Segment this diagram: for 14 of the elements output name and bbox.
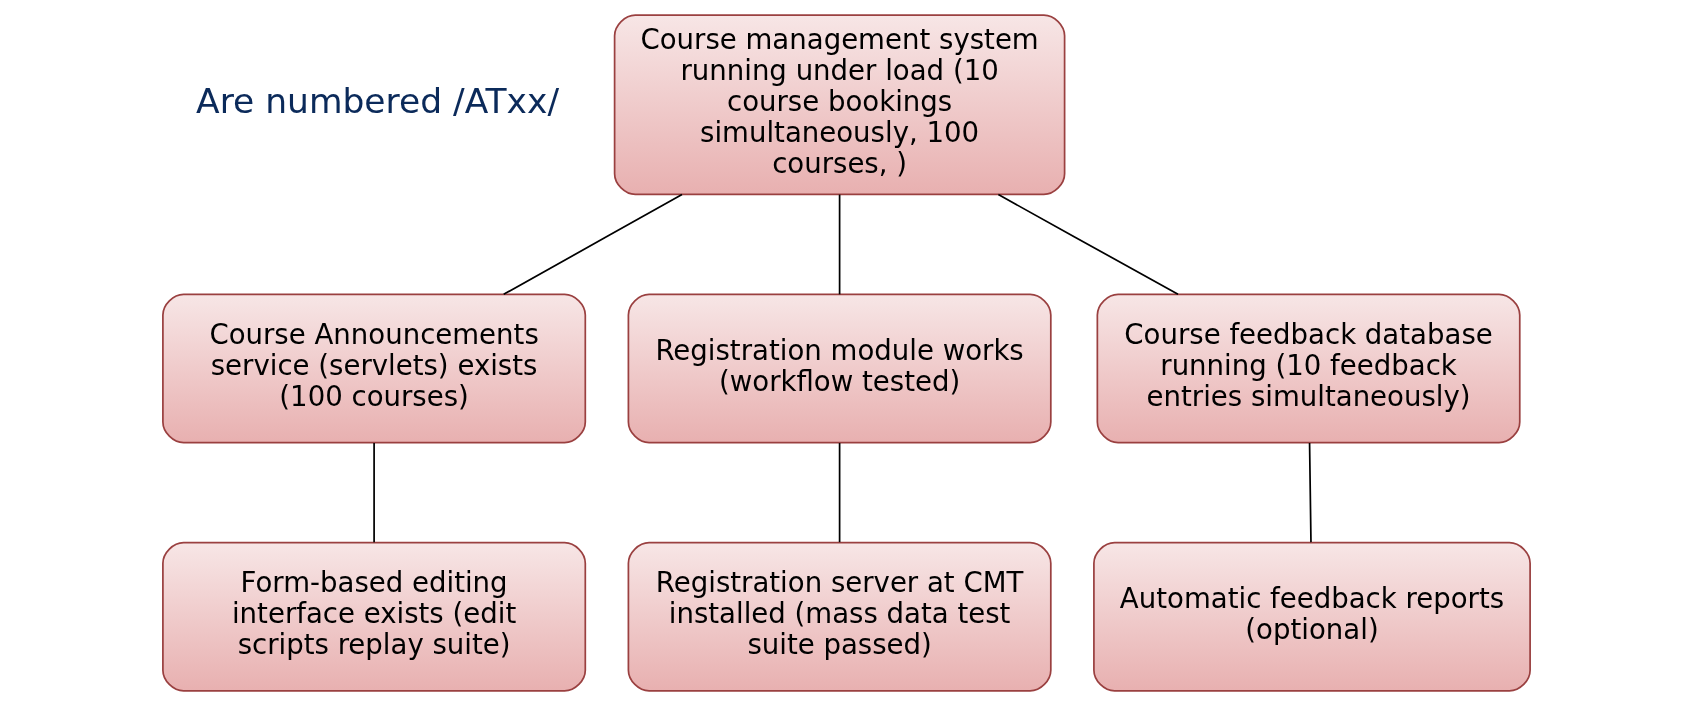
connector (997, 193, 1179, 296)
connector (1308, 442, 1312, 543)
connector (838, 442, 840, 543)
connector (838, 193, 840, 296)
label: Are numbered /ATxx/ (195, 81, 559, 122)
node-box: Course feedback database running (10 feedback entries simultaneously) (1096, 293, 1521, 444)
node-box: Course management system running under load (10 course bookings simultaneously, 100 courses, ) (613, 14, 1065, 196)
connector (372, 442, 375, 543)
node-box: Course Announcements service (servlets) exists (100 courses) (161, 293, 586, 444)
node-box: Automatic feedback reports (optional) (1092, 541, 1531, 692)
node-box: Registration module works (workflow tested) (627, 293, 1052, 444)
connector (502, 193, 683, 296)
node-box: Form-based editing interface exists (edit scripts replay suite) (161, 541, 586, 692)
node-box: Registration server at CMT installed (mass data test suite passed) (627, 541, 1052, 692)
